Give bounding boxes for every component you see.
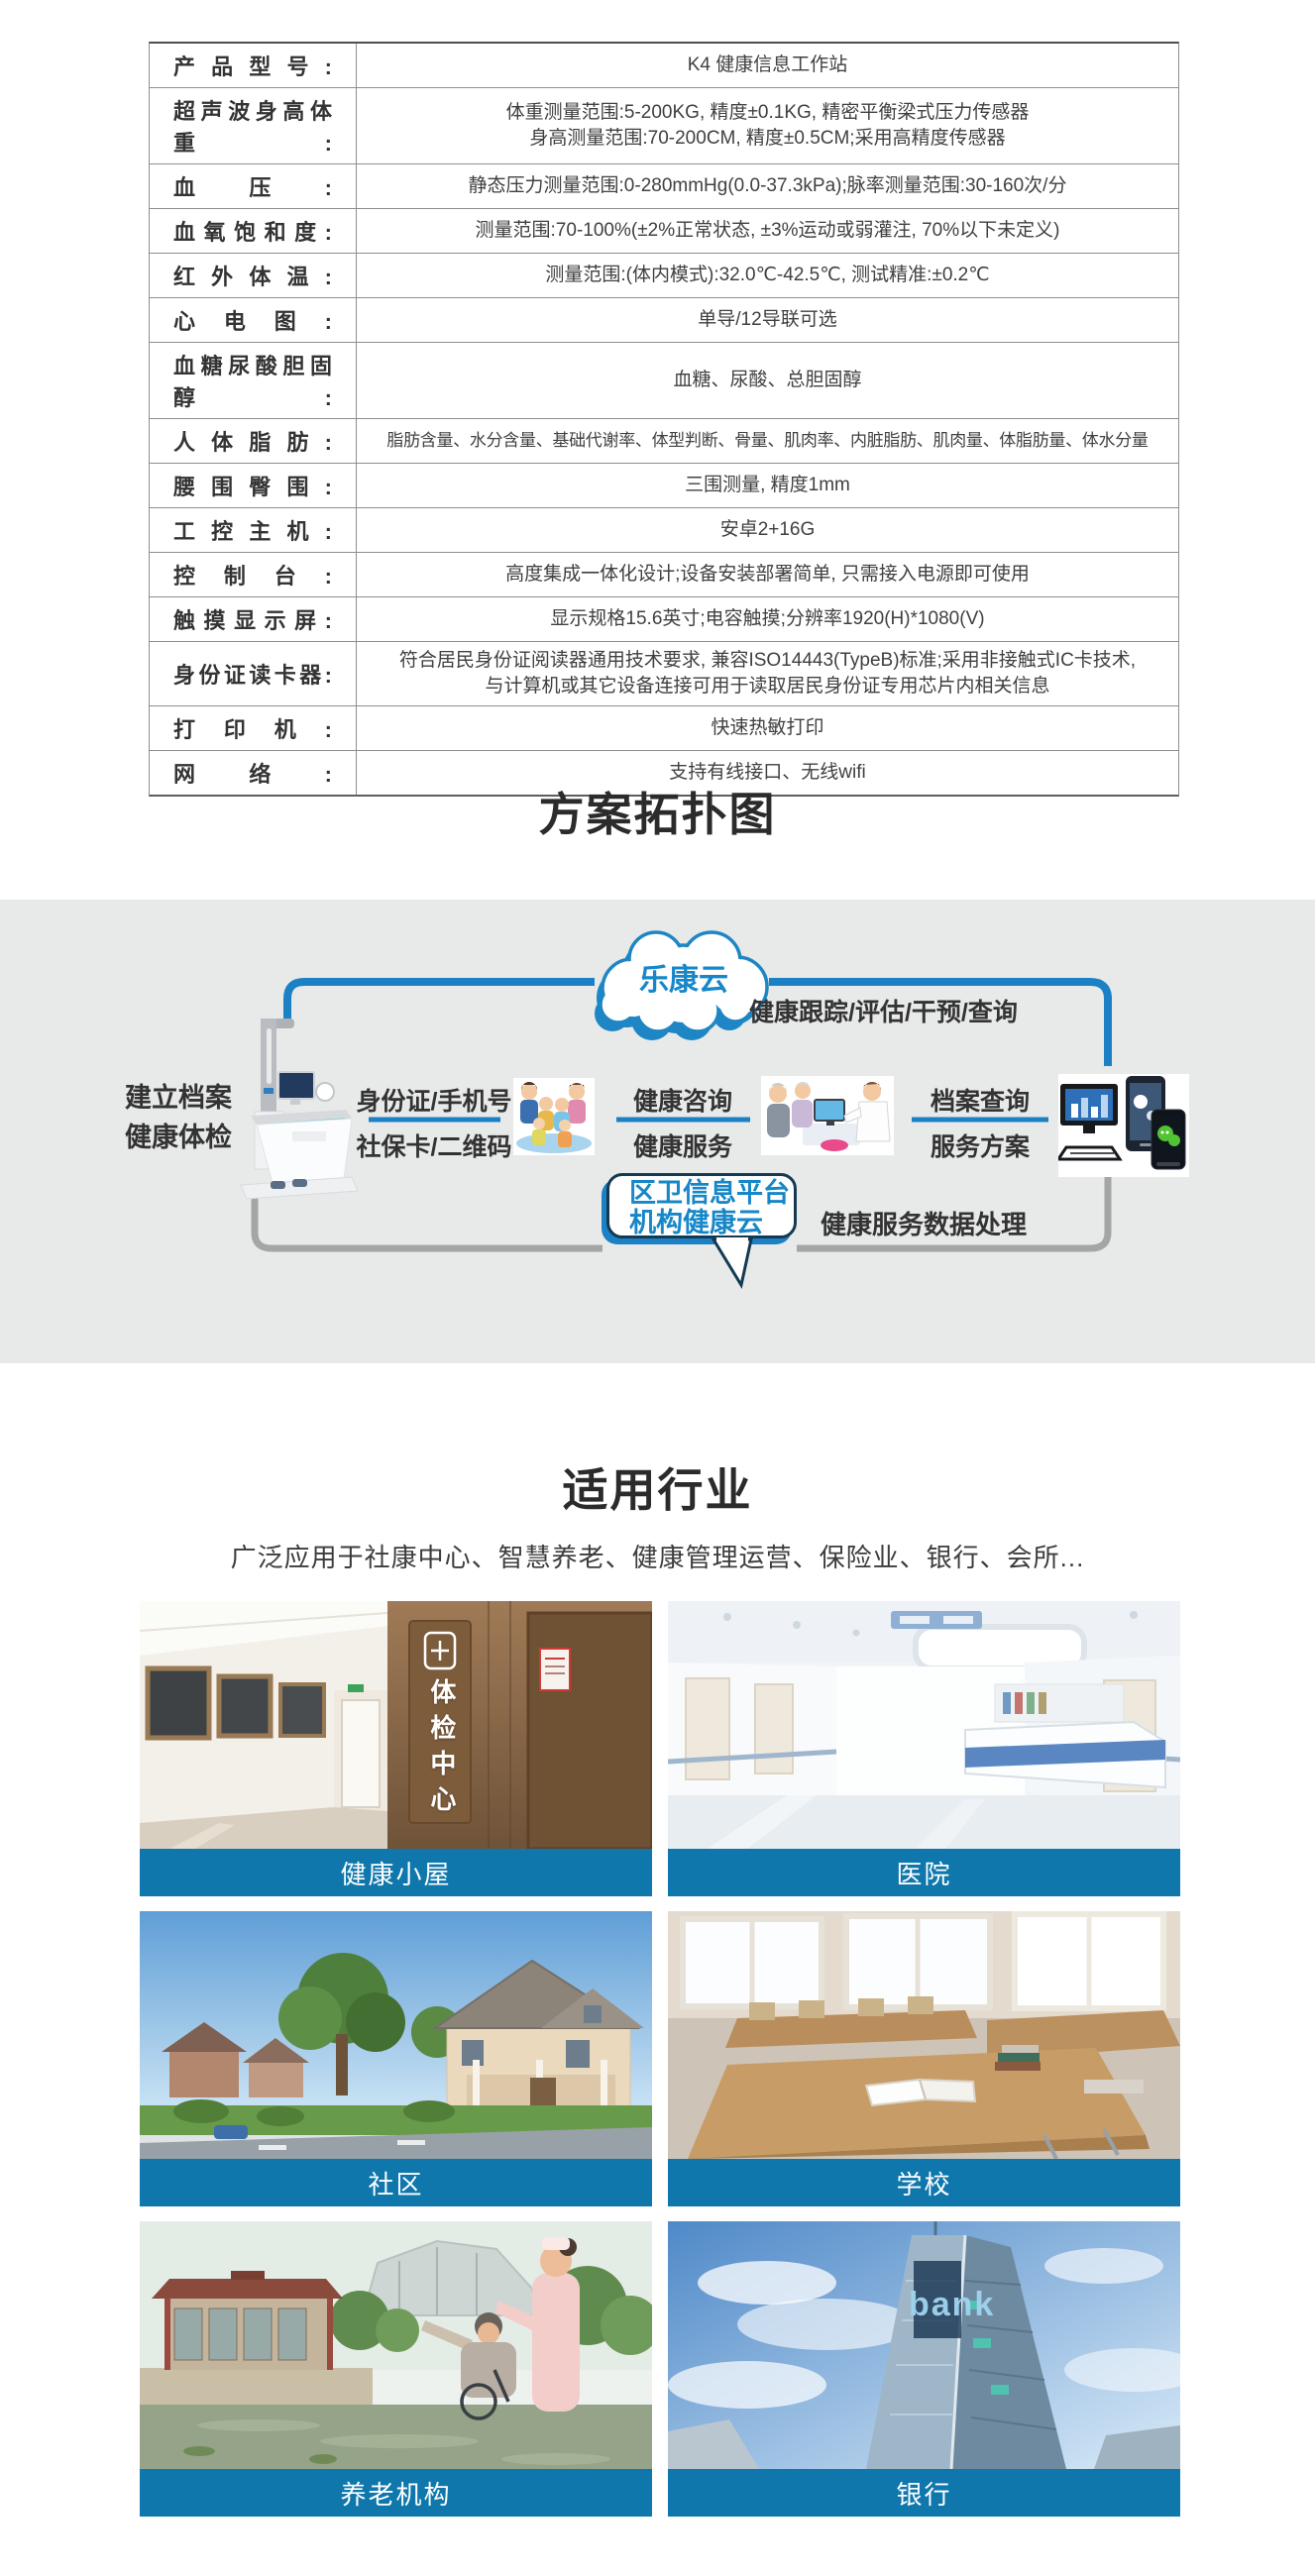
spec-row-blood-pressure: 血压: 静态压力测量范围:0-280mmHg(0.0-37.3kPa);脉率测量…: [150, 164, 1178, 209]
spec-value: 快速热敏打印: [711, 717, 824, 738]
cloud-label: 乐康云: [639, 964, 728, 997]
top-flow-label: 健康跟踪/评估/干预/查询: [749, 999, 1018, 1026]
spec-label: 超声波身高体重:: [173, 99, 332, 156]
monitor-and-phones-icon: [1058, 1074, 1189, 1177]
spec-row-id-reader: 身份证读卡器: 符合居民身份证阅读器通用技术要求, 兼容ISO14443(Typ…: [150, 642, 1178, 706]
spec-value: K4 健康信息工作站: [687, 54, 848, 75]
industries-section-title: 适用行业: [562, 1464, 753, 1516]
spec-label: 控制台:: [173, 564, 332, 589]
spec-row-printer: 打印机: 快速热敏打印: [150, 706, 1178, 751]
spec-value: 体重测量范围:5-200KG, 精度±0.1KG, 精密平衡梁式压力传感器 身高…: [505, 102, 1030, 149]
kiosk-label: 建立档案 健康体检: [125, 1083, 232, 1152]
speech-bubble-tail: [711, 1237, 753, 1289]
spec-row-ecg: 心电图: 单导/12导联可选: [150, 298, 1178, 343]
step3-top-label: 档案查询: [930, 1088, 1030, 1116]
spec-row-model: 产品型号: K4 健康信息工作站: [150, 44, 1178, 88]
spec-label: 打印机:: [173, 717, 332, 742]
spec-row-network: 网络: 支持有线接口、无线wifi: [150, 751, 1178, 795]
spec-value: 测量范围:(体内模式):32.0℃-42.5℃, 测试精准:±0.2℃: [545, 265, 990, 285]
spec-label: 工控主机:: [173, 519, 332, 544]
industry-card-community: 社区: [140, 1911, 652, 2206]
spec-label: 人体脂肪:: [173, 430, 332, 455]
industries-subtitle: 广泛应用于社康中心、智慧养老、健康管理运营、保险业、银行、会所...: [230, 1543, 1085, 1572]
step2-top-label: 健康咨询: [632, 1088, 732, 1116]
step1-bottom-label: 社保卡/二维码: [356, 1133, 512, 1161]
spec-value: 静态压力测量范围:0-280mmHg(0.0-37.3kPa);脉率测量范围:3…: [468, 175, 1067, 196]
spec-value: 安卓2+16G: [719, 519, 816, 540]
bank-building-sign: bank: [908, 2286, 996, 2323]
family-illustration: [513, 1078, 595, 1155]
step1-top-label: 身份证/手机号: [356, 1088, 512, 1116]
spec-value: 测量范围:70-100%(±2%正常状态, ±3%运动或弱灌注, 70%以下未定…: [475, 220, 1060, 241]
industry-card-hospital: 医院: [668, 1601, 1180, 1896]
bank-art: [668, 2221, 1180, 2469]
industry-card-school: 学校: [668, 1911, 1180, 2206]
spec-label: 腰围臀围:: [173, 475, 332, 499]
community-photo: [140, 1911, 652, 2159]
spec-label: 触摸显示屏:: [173, 608, 332, 633]
spec-row-waist-hip: 腰围臀围: 三围测量, 精度1mm: [150, 464, 1178, 508]
industry-caption: 健康小屋: [140, 1849, 652, 1896]
bottom-flow-label: 健康服务数据处理: [821, 1210, 1028, 1239]
spec-row-body-fat: 人体脂肪: 脂肪含量、水分含量、基础代谢率、体型判断、骨量、肌肉率、内脏脂肪、肌…: [150, 419, 1178, 464]
industry-grid: 体检中心 健康小屋: [140, 1601, 1180, 2517]
spec-label: 网络:: [173, 762, 332, 787]
spec-label: 血压:: [173, 175, 332, 200]
spec-row-height-weight: 超声波身高体重: 体重测量范围:5-200KG, 精度±0.1KG, 精密平衡梁…: [150, 88, 1178, 164]
hospital-art: [668, 1601, 1180, 1849]
industry-card-eldercare: 养老机构: [140, 2221, 652, 2517]
spec-label: 心电图:: [173, 309, 332, 334]
spec-table: 产品型号: K4 健康信息工作站 超声波身高体重: 体重测量范围:5-200KG…: [149, 42, 1179, 797]
spec-value: 单导/12导联可选: [698, 309, 837, 330]
spec-value: 血糖、尿酸、总胆固醇: [673, 370, 862, 390]
school-art: [668, 1911, 1180, 2159]
community-art: [140, 1911, 652, 2159]
spec-label: 身份证读卡器:: [173, 663, 332, 688]
health-hut-photo: 体检中心: [140, 1601, 652, 1849]
industry-caption: 银行: [668, 2469, 1180, 2517]
spec-label: 血氧饱和度:: [173, 220, 332, 245]
spec-value: 脂肪含量、水分含量、基础代谢率、体型判断、骨量、肌肉率、内脏脂肪、肌肉量、体脂肪…: [386, 431, 1149, 450]
hospital-photo: [668, 1601, 1180, 1849]
industry-caption: 学校: [668, 2159, 1180, 2206]
step2-bottom-label: 健康服务: [632, 1133, 732, 1161]
spec-value: 支持有线接口、无线wifi: [669, 762, 866, 783]
spec-value: 显示规格15.6英寸;电容触摸;分辨率1920(H)*1080(V): [550, 608, 985, 629]
industry-caption: 社区: [140, 2159, 652, 2206]
spec-row-spo2: 血氧饱和度: 测量范围:70-100%(±2%正常状态, ±3%运动或弱灌注, …: [150, 209, 1178, 254]
industry-card-bank: bank 银行: [668, 2221, 1180, 2517]
spec-label: 血糖尿酸胆固醇:: [173, 354, 332, 410]
health-kiosk-illustration: [240, 1019, 359, 1200]
school-photo: [668, 1911, 1180, 2159]
eldercare-art: [140, 2221, 652, 2469]
cloud-icon: [595, 930, 769, 1040]
industry-caption: 医院: [668, 1849, 1180, 1896]
topology-connector-lines: [251, 978, 1112, 1252]
industry-card-health-hut: 体检中心 健康小屋: [140, 1601, 652, 1896]
topology-section-title: 方案拓扑图: [538, 789, 777, 840]
spec-label: 红外体温:: [173, 265, 332, 289]
eldercare-photo: [140, 2221, 652, 2469]
platform-bubble-label: 区卫信息平台 机构健康云: [629, 1178, 790, 1237]
spec-value: 高度集成一体化设计;设备安装部署简单, 只需接入电源即可使用: [505, 564, 1030, 585]
health-hut-art: [140, 1601, 652, 1849]
checkup-center-sign: 体检中心: [426, 1677, 457, 1821]
spec-value: 三围测量, 精度1mm: [685, 475, 850, 495]
step3-bottom-label: 服务方案: [930, 1133, 1030, 1161]
industry-caption: 养老机构: [140, 2469, 652, 2517]
spec-row-touchscreen: 触摸显示屏: 显示规格15.6英寸;电容触摸;分辨率1920(H)*1080(V…: [150, 597, 1178, 642]
spec-label: 产品型号:: [173, 54, 332, 79]
doctor-consult-illustration: [761, 1076, 894, 1155]
spec-row-console: 控制台: 高度集成一体化设计;设备安装部署简单, 只需接入电源即可使用: [150, 553, 1178, 597]
bank-photo: bank: [668, 2221, 1180, 2469]
spec-row-glucose: 血糖尿酸胆固醇: 血糖、尿酸、总胆固醇: [150, 343, 1178, 419]
spec-row-temperature: 红外体温: 测量范围:(体内模式):32.0℃-42.5℃, 测试精准:±0.2…: [150, 254, 1178, 298]
spec-row-host: 工控主机: 安卓2+16G: [150, 508, 1178, 553]
spec-value: 符合居民身份证阅读器通用技术要求, 兼容ISO14443(TypeB)标准;采用…: [398, 650, 1137, 697]
topology-diagram: 乐康云 健康跟踪/评估/干预/查询 建立档案 健康体检 身份证/手机号 社保卡/…: [0, 900, 1315, 1363]
platform-speech-bubble: 区卫信息平台 机构健康云: [606, 1173, 797, 1238]
